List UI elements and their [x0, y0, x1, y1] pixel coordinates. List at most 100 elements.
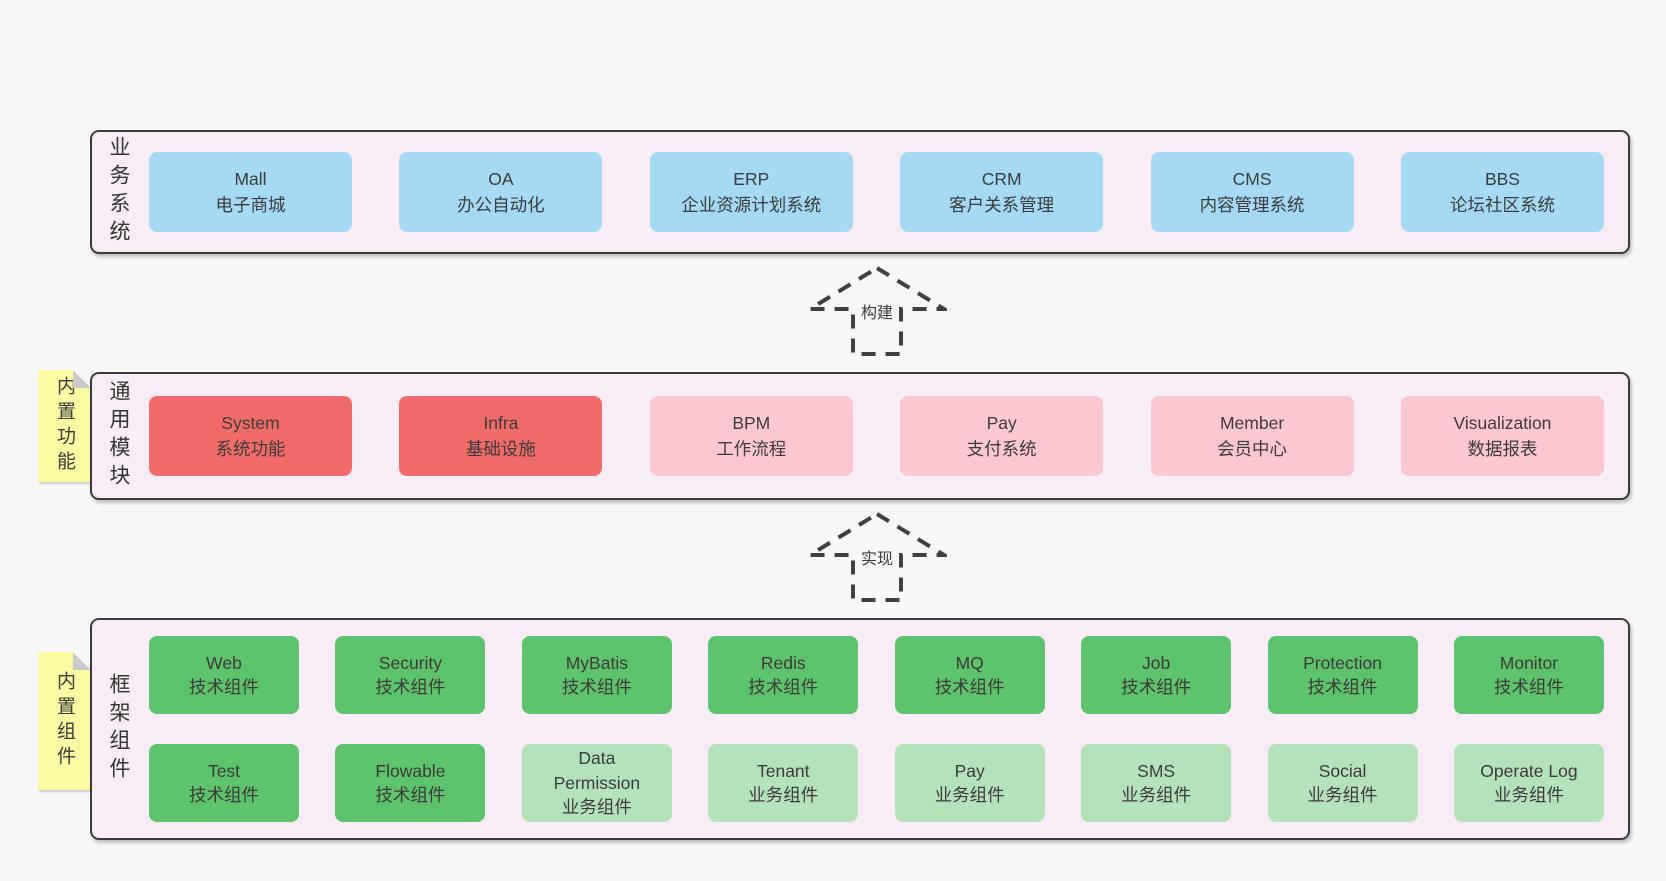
module-desc: 系统功能 [215, 439, 286, 459]
module-box-data-permission: Data Permission 业务组件 [521, 744, 672, 822]
module-name: Pay [954, 760, 985, 781]
band-label-business-systems: 业务系统 [107, 136, 130, 248]
module-box-system: System 系统功能 [149, 396, 352, 476]
module-name: Data Permission [553, 748, 641, 793]
module-name: Protection [1303, 652, 1382, 673]
arrow-implement-label: 实现 [856, 543, 898, 571]
module-name: Social [1318, 760, 1367, 781]
module-box-erp: ERP 企业资源计划系统 [649, 152, 853, 232]
module-box-oa: OA 办公自动化 [399, 152, 603, 232]
band-label-common-modules: 通用模块 [107, 380, 130, 492]
arrow-implement: 实现 [807, 511, 947, 603]
module-desc: 业务组件 [1307, 785, 1378, 805]
module-desc: 客户关系管理 [949, 195, 1055, 215]
module-desc: 论坛社区系统 [1449, 195, 1555, 215]
sticky-note-label: 内置组件 [54, 671, 75, 771]
module-desc: 企业资源计划系统 [681, 195, 822, 215]
arrow-build-label: 构建 [856, 297, 898, 325]
module-desc: 业务组件 [934, 785, 1005, 805]
module-desc: 办公自动化 [457, 195, 545, 215]
module-name: System [221, 412, 280, 433]
module-desc: 基础设施 [465, 439, 536, 459]
module-name: Mall [234, 168, 267, 189]
module-box-visualization: Visualization 数据报表 [1400, 396, 1604, 476]
sticky-note-built-in-features: 内置功能 [38, 370, 91, 482]
module-desc: 技术组件 [189, 677, 259, 697]
module-box-flowable: Flowable 技术组件 [335, 744, 486, 822]
module-name: CMS [1232, 168, 1272, 189]
module-desc: 业务组件 [561, 797, 632, 818]
module-name: Web [206, 652, 242, 673]
module-desc: 技术组件 [1493, 677, 1564, 697]
sticky-note-built-in-components: 内置组件 [38, 652, 91, 790]
module-desc: 技术组件 [1307, 677, 1378, 697]
module-box-protection: Protection 技术组件 [1267, 636, 1418, 714]
module-name: BPM [732, 412, 771, 433]
up-arrow-icon [807, 511, 947, 602]
module-box-social: Social 业务组件 [1267, 744, 1418, 822]
module-name: Infra [483, 412, 519, 433]
module-desc: 业务组件 [1121, 785, 1192, 805]
module-name: Test [207, 760, 241, 781]
module-desc: 技术组件 [189, 785, 259, 805]
module-desc: 数据报表 [1467, 439, 1538, 459]
module-desc: 技术组件 [934, 677, 1005, 697]
band-rows: System 系统功能 Infra 基础设施 BPM 工作流程 Pay 支付系统 Member 会… [149, 374, 1604, 498]
module-name: Visualization [1453, 412, 1552, 433]
module-box-sms: SMS 业务组件 [1081, 744, 1232, 822]
module-desc: 技术组件 [748, 677, 819, 697]
module-box-mall: Mall 电子商城 [149, 152, 352, 232]
module-name: BBS [1484, 168, 1520, 189]
module-name: Member [1219, 412, 1285, 433]
module-desc: 技术组件 [1121, 677, 1192, 697]
module-box-test: Test 技术组件 [149, 744, 299, 822]
module-name: SMS [1137, 760, 1176, 781]
module-box-cms: CMS 内容管理系统 [1150, 152, 1354, 232]
module-box-member: Member 会员中心 [1150, 396, 1354, 476]
module-box-redis: Redis 技术组件 [708, 636, 859, 714]
band-label-framework-components: 框架组件 [107, 673, 130, 785]
up-arrow-icon [807, 265, 947, 356]
module-row: System 系统功能 Infra 基础设施 BPM 工作流程 Pay 支付系统 Member 会… [149, 396, 1604, 476]
module-desc: 技术组件 [561, 677, 632, 697]
sticky-note-label: 内置功能 [54, 376, 75, 476]
module-box-bpm: BPM 工作流程 [649, 396, 853, 476]
module-name: Redis [760, 652, 806, 673]
module-box-web: Web 技术组件 [149, 636, 299, 714]
module-box-tenant: Tenant 业务组件 [708, 744, 859, 822]
module-desc: 业务组件 [1493, 785, 1564, 805]
module-box-operate-log: Operate Log 业务组件 [1453, 744, 1604, 822]
module-name: Operate Log [1480, 760, 1578, 781]
module-box-pay: Pay 支付系统 [900, 396, 1104, 476]
module-desc: 支付系统 [966, 439, 1037, 459]
module-box-monitor: Monitor 技术组件 [1453, 636, 1604, 714]
module-name: OA [488, 168, 514, 189]
module-desc: 业务组件 [748, 785, 819, 805]
module-desc: 会员中心 [1217, 439, 1288, 459]
module-name: Flowable [375, 760, 446, 781]
module-name: Tenant [756, 760, 810, 781]
module-box-pay: Pay 业务组件 [894, 744, 1045, 822]
module-name: ERP [733, 168, 770, 189]
module-name: Monitor [1499, 652, 1559, 673]
module-desc: 技术组件 [375, 785, 446, 805]
module-box-bbs: BBS 论坛社区系统 [1400, 152, 1604, 232]
module-box-mq: MQ 技术组件 [894, 636, 1045, 714]
module-name: MQ [955, 652, 984, 673]
module-box-infra: Infra 基础设施 [399, 396, 603, 476]
module-desc: 工作流程 [716, 439, 787, 459]
arrow-build: 构建 [807, 265, 947, 357]
module-desc: 电子商城 [215, 195, 286, 215]
band-common-modules: 通用模块 System 系统功能 Infra 基础设施 BPM 工作流程 Pay 支付系统 Me… [90, 372, 1630, 500]
module-desc: 内容管理系统 [1199, 195, 1305, 215]
module-name: Pay [986, 412, 1017, 433]
